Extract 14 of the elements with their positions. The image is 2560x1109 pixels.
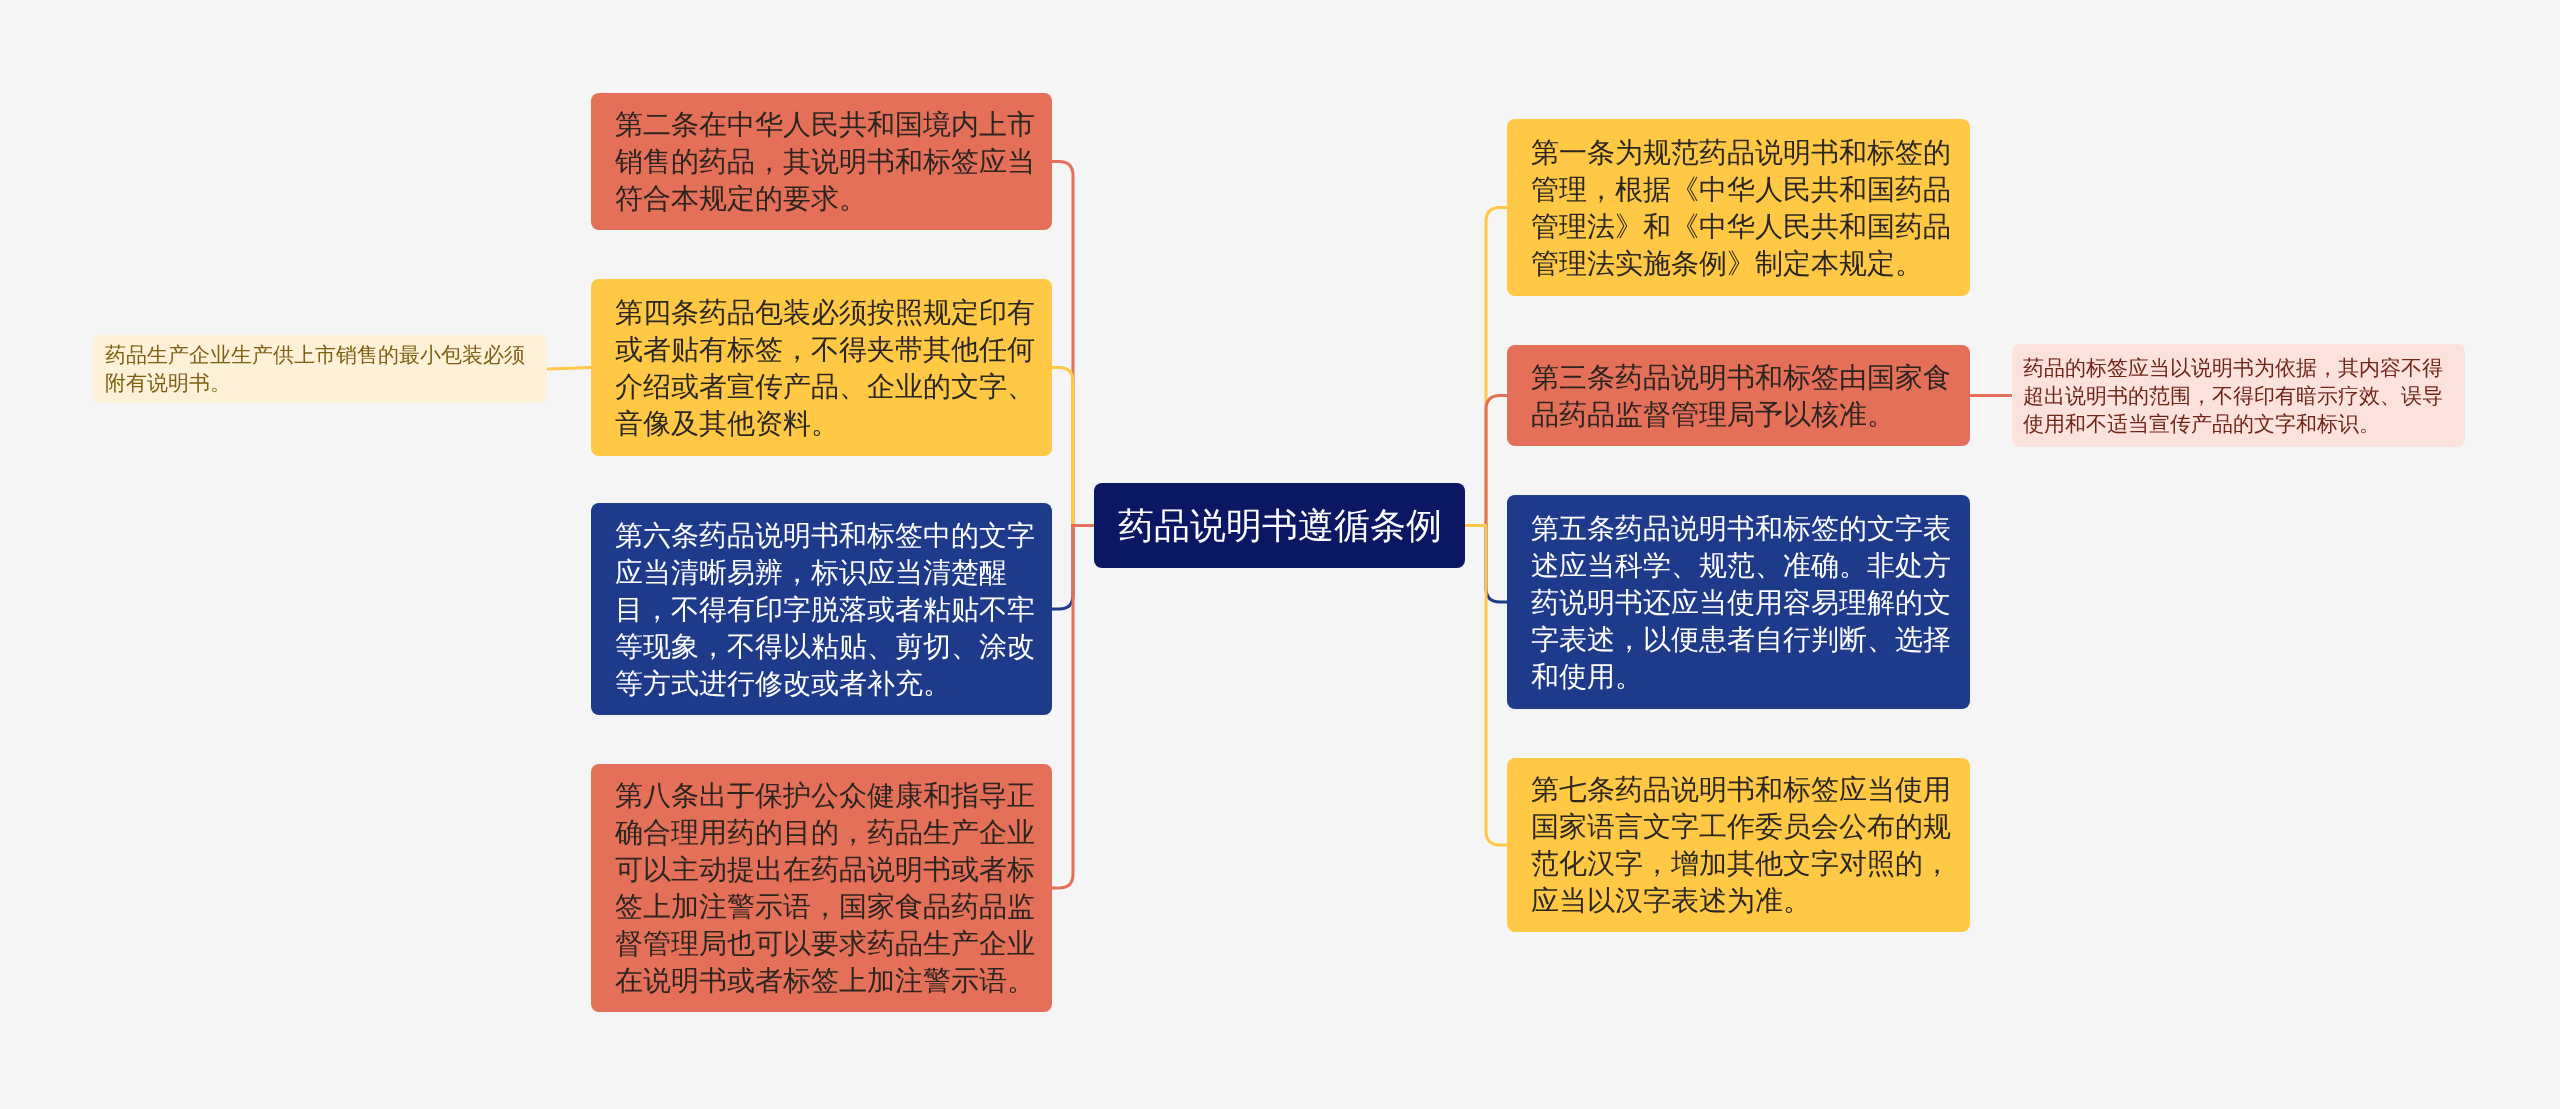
connector-line xyxy=(1465,524,1507,847)
topic-box: 第六条药品说明书和标签中的文字应当清晰易辨，标识应当清楚醒目，不得有印字脱落或者粘贴不牢等现象，不得以粘贴、剪切、涂改等方式进行修改或者补充。 xyxy=(591,503,1052,715)
topic-box: 第二条在中华人民共和国境内上市销售的药品，其说明书和标签应当符合本规定的要求。 xyxy=(591,93,1052,230)
subtopic-box: 药品生产企业生产供上市销售的最小包装必须附有说明书。 xyxy=(93,335,547,403)
topic-box: 第五条药品说明书和标签的文字表述应当科学、规范、准确。非处方药说明书还应当使用容易理解的文字表述，以便患者自行判断、选择和使用。 xyxy=(1507,495,1970,709)
topic-box: 第一条为规范药品说明书和标签的管理，根据《中华人民共和国药品管理法》和《中华人民共和国药品管理法实施条例》制定本规定。 xyxy=(1507,119,1970,296)
topic-box: 第八条出于保护公众健康和指导正确合理用药的目的，药品生产企业可以主动提出在药品说明书或者标签上加注警示语，国家食品药品监督管理局也可以要求药品生产企业在说明书或者标签上加注警示语。 xyxy=(591,764,1052,1012)
connector-line xyxy=(1970,394,2012,397)
topic-box: 第七条药品说明书和标签应当使用国家语言文字工作委员会公布的规范化汉字，增加其他文字对照的，应当以汉字表述为准。 xyxy=(1507,758,1970,932)
central-topic-box: 药品说明书遵循条例 xyxy=(1094,483,1465,568)
subtopic-box: 药品的标签应当以说明书为依据，其内容不得超出说明书的范围，不得印有暗示疗效、误导使用和不适当宣传产品的文字和标识。 xyxy=(2012,344,2465,447)
topic-box: 第四条药品包装必须按照规定印有或者贴有标签，不得夹带其他任何介绍或者宣传产品、企业的文字、音像及其他资料。 xyxy=(591,279,1052,456)
connector-line xyxy=(546,366,592,371)
topic-box: 第三条药品说明书和标签由国家食品药品监督管理局予以核准。 xyxy=(1507,345,1970,446)
